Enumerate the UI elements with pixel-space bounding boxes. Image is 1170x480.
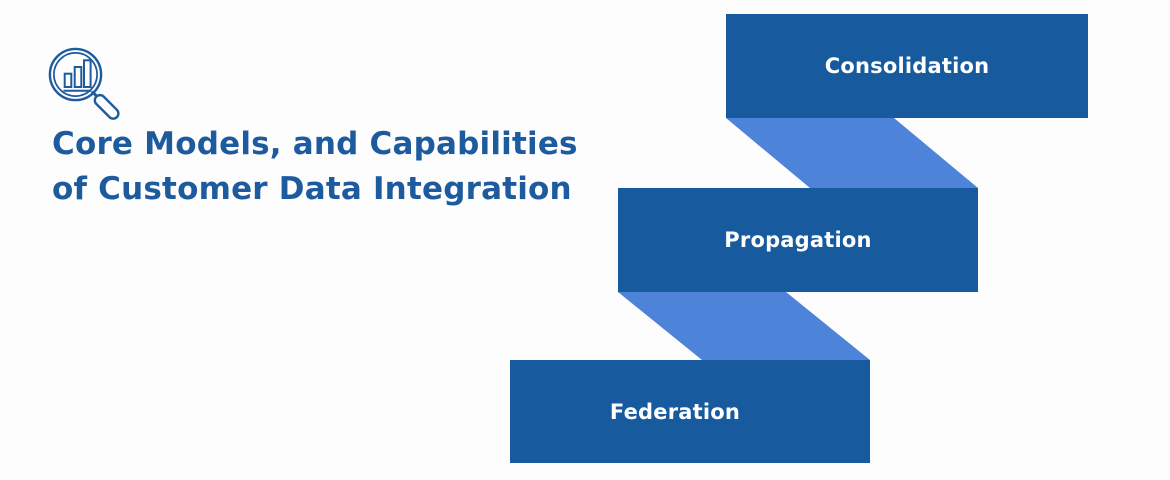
box-consolidation-label: Consolidation: [824, 54, 990, 78]
magnifier-bar-chart-svg: [48, 47, 120, 120]
box-federation-label: Federation: [609, 399, 741, 424]
box-propagation: Propagation: [618, 188, 978, 292]
title-line-2: of Customer Data Integration: [52, 171, 572, 207]
magnifier-bar-chart-icon: [46, 46, 124, 124]
box-propagation-label: Propagation: [724, 228, 872, 252]
connector-propagation-federation: [618, 292, 870, 360]
page-title: Core Models, and Capabilities of Custome…: [52, 122, 578, 212]
box-federation: Federation: [510, 360, 870, 463]
connector-consolidation-propagation: [726, 118, 978, 188]
title-line-1: Core Models, and Capabilities: [52, 126, 578, 162]
box-consolidation: Consolidation: [726, 14, 1088, 118]
